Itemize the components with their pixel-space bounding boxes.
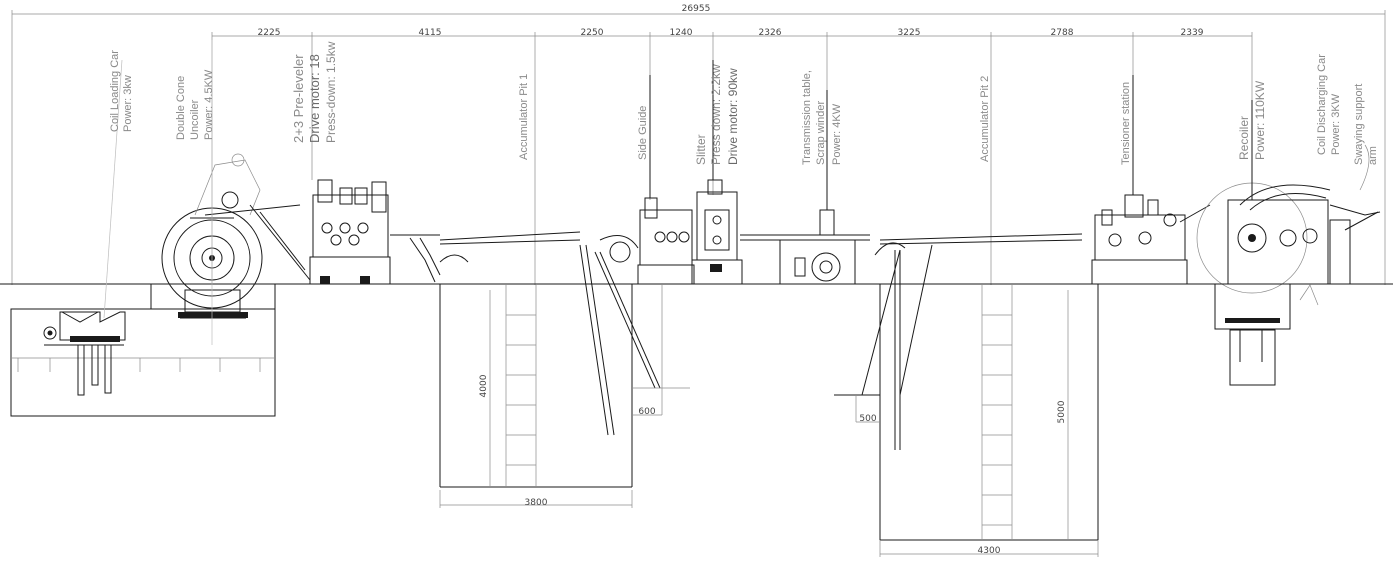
station-labels: Coil Loading Car Power: 3kw Double Cone …: [109, 41, 1379, 165]
segment-dim-6: 3225: [898, 28, 921, 38]
pit2-depth-label: 5000: [1057, 400, 1067, 423]
segment-dim-3: 2250: [581, 28, 604, 38]
segment-dim-2: 4115: [419, 28, 442, 38]
coil-discharging-car-name: Coil Discharging Car: [1316, 54, 1328, 155]
scrap-winder-name: Scrap winder: [815, 100, 827, 165]
coil-loading-car-name: Coil Loading Car: [109, 50, 121, 132]
guide-offset-1-label: 600: [638, 407, 655, 417]
recoiler: [1196, 100, 1331, 386]
side-guide: [637, 75, 695, 285]
uncoiler-name: Double Cone: [175, 76, 187, 140]
pre-leveler-press: Press-down: 1.5kw: [324, 41, 338, 143]
ladder-2: [982, 314, 1012, 526]
tensioner-station: [1091, 75, 1211, 285]
coil-loading-car-power: Power: 3kw: [122, 75, 134, 132]
accumulator-pit-2-name: Accumulator Pit 2: [979, 76, 991, 162]
slitter-name: Slitter: [694, 134, 708, 165]
side-guide-name: Side Guide: [637, 106, 649, 160]
transmission-table-scrap-winder: [740, 90, 870, 285]
entry-guide-table: [390, 231, 581, 283]
total-length-label: 26955: [682, 4, 711, 14]
pre-leveler-motor: Drive motor: 18: [307, 54, 322, 143]
pre-leveler-name: 2+3 Pre-leveler: [291, 54, 306, 143]
accumulator-pit-1: 4000 3800 600: [439, 235, 690, 508]
segment-dim-8: 2339: [1181, 28, 1204, 38]
accumulator-pit-2: 5000 4300 500: [834, 233, 1099, 557]
slitter-motor: Drive motor: 90kw: [726, 68, 740, 165]
swaying-support-arm-name: Swaying support: [1353, 84, 1365, 165]
slitter: [691, 60, 743, 285]
guide-offset-2-label: 500: [859, 414, 876, 424]
segment-dim-1: 2225: [258, 28, 281, 38]
coil-loading-car-pit: [10, 59, 276, 417]
coil-discharging-car-power: Power: 3KW: [1330, 93, 1342, 155]
tensioner-station-name: Tensioner station: [1120, 82, 1132, 165]
segment-dim-5: 2326: [759, 28, 782, 38]
slitter-press: Press down: 2.2kw: [709, 64, 723, 165]
transmission-table-name: Transmission table,: [801, 70, 813, 165]
pit1-depth-label: 4000: [479, 374, 489, 397]
recoiler-name: Recoiler: [1237, 116, 1251, 160]
overall-dimension: 26955: [11, 4, 1386, 285]
coil-discharging-car: [1299, 144, 1381, 306]
recoiler-power: Power: 110KW: [1253, 80, 1267, 160]
pit2-width-label: 4300: [978, 546, 1001, 556]
segment-dim-4: 1240: [670, 28, 693, 38]
pit1-width-label: 3800: [525, 498, 548, 508]
segment-dim-7: 2788: [1051, 28, 1074, 38]
pre-leveler: [309, 179, 391, 285]
ladder-1: [506, 314, 536, 466]
swaying-support-arm-sub: arm: [1367, 146, 1379, 165]
uncoiler-power: Power: 4.5KW: [203, 69, 215, 140]
uncoiler-sub: Uncoiler: [189, 99, 201, 140]
accumulator-pit-1-name: Accumulator Pit 1: [518, 74, 530, 160]
double-cone-uncoiler: [161, 40, 311, 345]
transmission-table-power: Power: 4KW: [831, 103, 843, 165]
